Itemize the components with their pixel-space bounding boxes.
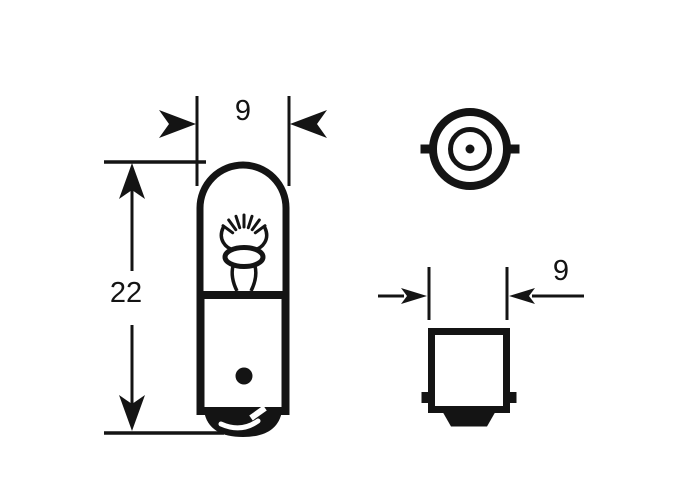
center-contact-dot [465, 144, 475, 154]
dimension-label-overall-length: 22 [110, 277, 142, 309]
left-bayonet-pin [420, 144, 430, 154]
inner-circle [448, 127, 492, 171]
contact-highlight-slash [249, 405, 267, 421]
right-bayonet-pin [509, 392, 517, 403]
left-bayonet-pin [421, 392, 429, 403]
arrowhead-left [509, 288, 535, 304]
dimension-overall-length: 22 [104, 160, 224, 435]
arrowhead-left [290, 110, 327, 138]
arrowhead-down [119, 395, 145, 431]
filament-stem [230, 265, 258, 292]
right-bayonet-pin [510, 144, 520, 154]
dimension-label-glass-diameter: 9 [235, 95, 251, 127]
dimension-base-diameter: 9 [378, 255, 584, 320]
arrowhead-up [119, 163, 145, 199]
base-body [428, 328, 510, 413]
solder-contact [441, 409, 497, 427]
bayonet-pin-dot [235, 367, 253, 385]
filament [219, 213, 269, 292]
contact-highlight-arc [218, 418, 261, 431]
light-rays [221, 213, 267, 235]
base-cap [196, 291, 290, 415]
dimension-label-base-diameter: 9 [553, 255, 569, 287]
glass-envelope [196, 161, 290, 295]
top-view [420, 108, 520, 190]
filament-coil [222, 245, 266, 269]
base-contact [204, 411, 282, 437]
arrowhead-right [159, 110, 196, 138]
dimension-glass-diameter: 9 [159, 95, 327, 186]
side-view [196, 161, 290, 437]
base-view [421, 328, 517, 427]
arrowhead-right [401, 288, 427, 304]
